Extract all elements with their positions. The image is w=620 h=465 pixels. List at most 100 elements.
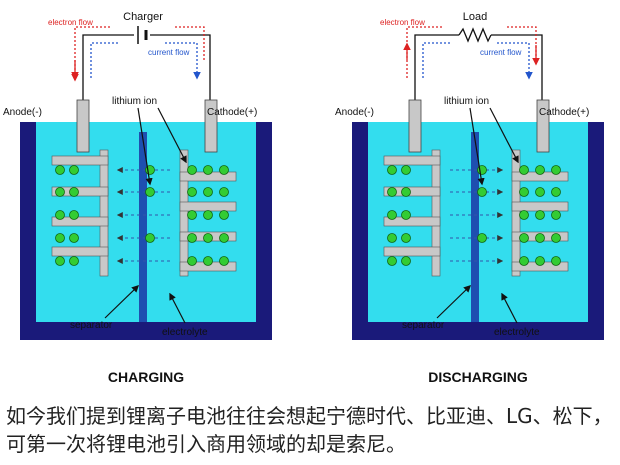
current-flow-right <box>165 42 201 80</box>
separator <box>471 132 479 322</box>
lithium-ion <box>551 210 561 220</box>
lithium-ion <box>219 233 229 243</box>
current-flow-left <box>90 42 118 78</box>
anode-plate <box>51 216 109 227</box>
current-flow-label: current flow <box>480 48 522 57</box>
current-flow-left <box>422 42 450 78</box>
separator <box>139 132 147 322</box>
lithium-ion <box>55 256 65 266</box>
lithium-ion-label: lithium ion <box>112 96 157 107</box>
current-flow-right <box>497 42 533 80</box>
lithium-ion <box>69 256 79 266</box>
lithium-ion <box>535 187 545 197</box>
anode-rod <box>76 99 90 153</box>
lithium-ion <box>535 256 545 266</box>
anode-plate <box>383 216 441 227</box>
cathode-plate <box>511 201 569 212</box>
lithium-ion <box>219 187 229 197</box>
separator-label: separator <box>70 320 113 331</box>
lithium-ion <box>69 187 79 197</box>
lithium-ion-label: lithium ion <box>444 96 489 107</box>
lithium-ion <box>401 187 411 197</box>
lithium-ion <box>535 165 545 175</box>
lithium-ion <box>477 233 487 243</box>
electrolyte-label: electrolyte <box>162 327 208 338</box>
electrolyte-label: electrolyte <box>494 327 540 338</box>
lithium-ion <box>387 165 397 175</box>
lithium-ion <box>55 210 65 220</box>
anode-plate <box>383 246 441 257</box>
circuit-wire <box>414 34 543 105</box>
cathode-rod <box>536 99 550 153</box>
electron-flow-label: electron flow <box>380 18 425 27</box>
circuit-wire <box>82 34 211 105</box>
anode-spine <box>99 149 109 277</box>
anode-plate <box>383 186 441 197</box>
anode-plate <box>51 246 109 257</box>
lithium-ion <box>55 187 65 197</box>
anode-rod <box>408 99 422 153</box>
charging-title: CHARGING <box>108 369 184 385</box>
lithium-ion <box>203 256 213 266</box>
lithium-ion <box>55 233 65 243</box>
lithium-ion <box>401 256 411 266</box>
discharging-title: DISCHARGING <box>428 369 528 385</box>
anode-plate <box>51 186 109 197</box>
lithium-ion <box>203 233 213 243</box>
electron-flow-right <box>175 26 205 60</box>
source-label: Charger <box>123 11 163 23</box>
resistor-symbol <box>458 27 492 43</box>
lithium-ion <box>477 187 487 197</box>
lithium-ion <box>219 210 229 220</box>
electron-flow-label: electron flow <box>48 18 93 27</box>
caption-text: 如今我们提到锂离子电池往往会想起宁德时代、比亚迪、LG、松下，可第一次将锂电池引… <box>6 404 613 456</box>
lithium-ion <box>519 187 529 197</box>
lithium-ion <box>203 165 213 175</box>
lithium-ion <box>187 165 197 175</box>
lithium-ion <box>69 233 79 243</box>
electron-flow-right <box>507 26 537 60</box>
cathode-label: Cathode(+) <box>539 107 589 118</box>
lithium-ion <box>387 256 397 266</box>
anode-label: Anode(-) <box>3 107 42 118</box>
lithium-ion <box>519 210 529 220</box>
source-label: Load <box>463 11 487 23</box>
anode-spine <box>431 149 441 277</box>
lithium-ion <box>187 233 197 243</box>
lithium-ion <box>387 233 397 243</box>
lithium-ion <box>187 256 197 266</box>
lithium-ion <box>219 256 229 266</box>
lithium-ion <box>519 233 529 243</box>
separator-label: separator <box>402 320 445 331</box>
lithium-ion <box>145 187 155 197</box>
cathode-spine <box>179 149 189 277</box>
anode-plate <box>383 155 441 166</box>
cathode-rod <box>204 99 218 153</box>
lithium-ion <box>55 165 65 175</box>
lithium-ion <box>551 187 561 197</box>
lithium-ion <box>551 233 561 243</box>
lithium-ion <box>69 165 79 175</box>
lithium-ion <box>535 233 545 243</box>
current-flow-label: current flow <box>148 48 190 57</box>
cathode-plate <box>179 201 237 212</box>
lithium-ion <box>69 210 79 220</box>
lithium-ion <box>401 165 411 175</box>
lithium-ion <box>401 233 411 243</box>
charging-diagram: Charger electron flow current flowAnode(-)… <box>3 11 272 385</box>
lithium-ion <box>519 165 529 175</box>
lithium-ion <box>401 210 411 220</box>
anode-plate <box>51 155 109 166</box>
lithium-ion <box>535 210 545 220</box>
lithium-ion <box>187 187 197 197</box>
anode-label: Anode(-) <box>335 107 374 118</box>
electron-flow-left <box>406 26 442 78</box>
lithium-ion <box>145 233 155 243</box>
lithium-ion <box>187 210 197 220</box>
cathode-spine <box>511 149 521 277</box>
diagram-canvas: Charger electron flow current flowAnode(-)… <box>3 11 604 385</box>
cathode-label: Cathode(+) <box>207 107 257 118</box>
lithium-ion <box>219 165 229 175</box>
